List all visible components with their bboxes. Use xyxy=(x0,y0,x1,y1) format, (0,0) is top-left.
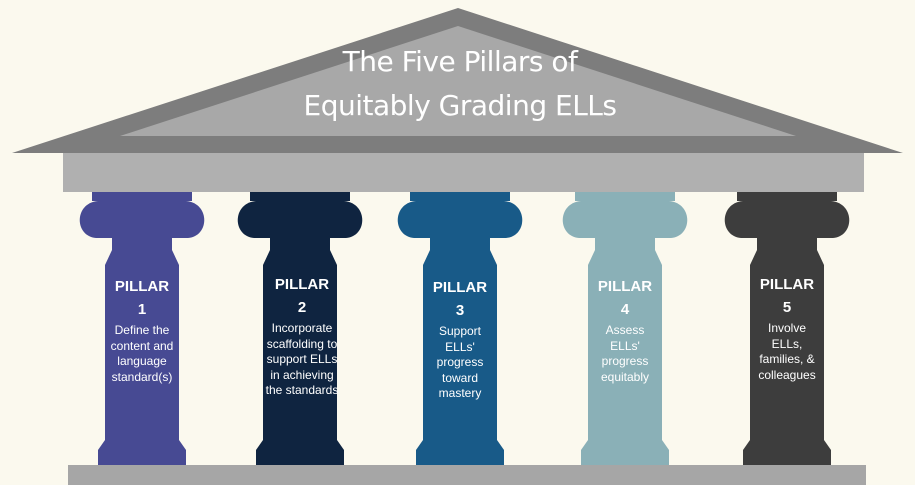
pillar-4-capital-top xyxy=(575,192,675,201)
pillar-1-base-flare xyxy=(98,440,186,450)
pillar-3-description: Support ELLs' progress toward mastery xyxy=(436,324,484,400)
pillar-4-shaft xyxy=(588,265,662,440)
pillar-5-text: PILLAR 5 Involve ELLs, families, & colle… xyxy=(745,275,829,383)
pillar-1-capital-volute xyxy=(79,201,205,238)
title-line-1: The Five Pillars of xyxy=(342,45,578,78)
pillar-4-collar xyxy=(588,250,662,265)
pillar-4-number: 4 xyxy=(620,301,630,318)
title-line-2: Equitably Grading ELLs xyxy=(303,89,617,122)
pillar-3-base-flare xyxy=(416,440,504,450)
pillar-2-base-flare xyxy=(256,440,344,450)
pillar-3-capital-top xyxy=(410,192,510,201)
pillar-5-neck xyxy=(757,238,817,250)
pillar-3-number: 3 xyxy=(455,302,465,319)
diagram-title: The Five Pillars of Equitably Grading EL… xyxy=(240,40,680,128)
pillar-3-capital-volute xyxy=(397,201,523,238)
base-slab xyxy=(68,465,866,485)
pillar-5-plinth xyxy=(743,450,831,465)
pillar-1-label: PILLAR xyxy=(114,278,170,295)
pillar-1-shaft xyxy=(105,265,179,440)
pillar-1-description: Define the content and language standard… xyxy=(110,323,174,384)
pillar-2-number: 2 xyxy=(297,299,307,316)
pillar-4-base-flare xyxy=(581,440,669,450)
pillar-5-capital-volute xyxy=(724,201,850,238)
pillar-5-number: 5 xyxy=(782,299,792,316)
pillar-2-neck xyxy=(270,238,330,250)
pillar-3-shaft xyxy=(423,265,497,440)
pillar-2-plinth xyxy=(256,450,344,465)
pillar-1-neck xyxy=(112,238,172,250)
pillar-2-text: PILLAR 2 Incorporate scaffolding to supp… xyxy=(260,275,344,399)
pillar-1-collar xyxy=(105,250,179,265)
pillar-2-label: PILLAR xyxy=(274,276,330,293)
pillar-3-label: PILLAR xyxy=(432,279,488,296)
pillar-5-description: Involve ELLs, families, & colleagues xyxy=(758,321,816,382)
pillar-4-capital-volute xyxy=(562,201,688,238)
pillar-3-text: PILLAR 3 Support ELLs' progress toward m… xyxy=(418,278,502,402)
pillar-4-neck xyxy=(595,238,655,250)
pillar-5-shaft xyxy=(750,265,824,440)
pillar-2-capital-top xyxy=(250,192,350,201)
pillar-2-collar xyxy=(263,250,337,265)
pillar-3-plinth xyxy=(416,450,504,465)
pillar-4-label: PILLAR xyxy=(597,278,653,295)
entablature xyxy=(63,153,864,192)
pillar-5-base-flare xyxy=(743,440,831,450)
pillar-1-number: 1 xyxy=(137,301,147,318)
pillar-5-collar xyxy=(750,250,824,265)
pillar-2-description: Incorporate scaffolding to support ELLs … xyxy=(265,321,339,397)
roof-inner xyxy=(120,26,796,136)
pillar-4-text: PILLAR 4 Assess ELLs' progress equitably xyxy=(583,277,667,385)
pillar-5-capital-top xyxy=(737,192,837,201)
pillar-3-neck xyxy=(430,238,490,250)
pillar-2-capital-volute xyxy=(237,201,363,238)
pillar-4-description: Assess ELLs' progress equitably xyxy=(600,323,650,384)
pillar-4-plinth xyxy=(581,450,669,465)
pillar-3-collar xyxy=(423,250,497,265)
pillar-1-text: PILLAR 1 Define the content and language… xyxy=(100,277,184,385)
pillar-2-shaft xyxy=(263,265,337,440)
pillar-1-capital-top xyxy=(92,192,192,201)
pillar-5-label: PILLAR xyxy=(759,276,815,293)
pillar-1-plinth xyxy=(98,450,186,465)
